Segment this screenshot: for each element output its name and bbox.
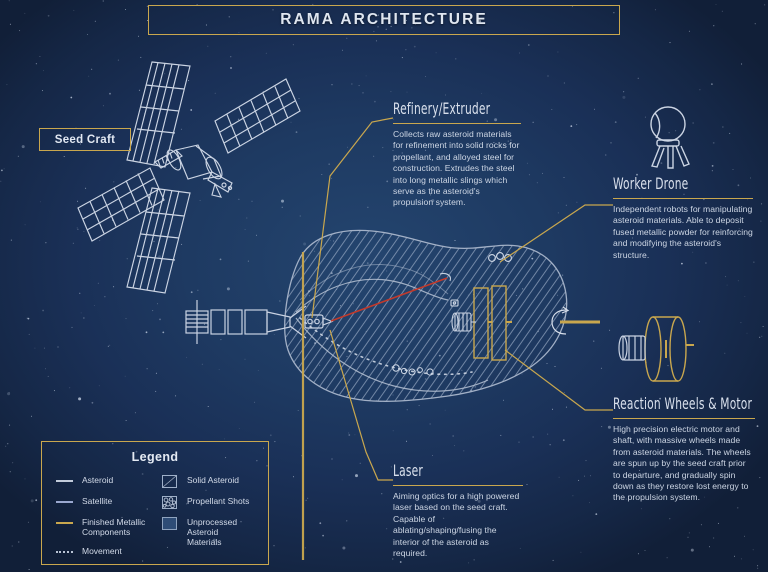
legend-item: Propellant Shots [160, 495, 255, 509]
annotation-worker-drone: Worker Drone Independent robots for mani… [613, 174, 753, 261]
legend-item-label: Asteroid [82, 475, 114, 485]
legend-solid-asteroid-swatch [160, 474, 179, 488]
legend-item-label: Propellant Shots [187, 496, 250, 506]
annotation-heading: Worker Drone [613, 173, 689, 193]
annotation-rule [613, 418, 755, 419]
legend-item-label: Unprocessed Asteroid Materials [187, 517, 238, 548]
annotation-refinery-extruder: Refinery/Extruder Collects raw asteroid … [393, 99, 521, 209]
legend-item: Asteroid [55, 475, 150, 487]
legend-item: Movement [55, 546, 150, 558]
legend-line-swatch [55, 475, 74, 487]
legend-line [56, 480, 73, 482]
legend-dashed-line [56, 551, 73, 554]
annotation-rule [613, 198, 753, 199]
legend-line-swatch [55, 496, 74, 508]
legend-item-label: Satellite [82, 496, 113, 506]
legend-item-label: Solid Asteroid [187, 475, 239, 485]
annotation-rule [393, 485, 523, 486]
legend-item: Solid Asteroid [160, 474, 255, 488]
annotation-body: Independent robots for manipulating aste… [613, 204, 753, 260]
legend-item: Unprocessed Asteroid Materials [160, 516, 255, 548]
annotation-body: Aiming optics for a high powered laser b… [393, 491, 520, 559]
annotation-heading: Refinery/Extruder [393, 98, 491, 118]
legend-line [56, 501, 73, 503]
legend-item: Finished Metallic Components [55, 517, 150, 537]
legend-item-label: Finished Metallic Components [82, 517, 146, 538]
annotation-laser: Laser Aiming optics for a high powered l… [393, 461, 523, 559]
legend-item: Satellite [55, 496, 150, 508]
annotation-heading: Reaction Wheels & Motor [613, 393, 753, 413]
annotation-rule [393, 123, 521, 124]
annotation-body: High precision electric motor and shaft,… [613, 424, 751, 503]
page-title-text: RAMA ARCHITECTURE [280, 11, 488, 28]
page-title: RAMA ARCHITECTURE [148, 5, 620, 35]
seed-craft-label: Seed Craft [39, 128, 131, 151]
legend-box [162, 495, 177, 509]
annotation-heading: Laser [393, 460, 423, 480]
legend-dashed-swatch [55, 546, 74, 558]
legend-title: Legend [131, 450, 179, 464]
annotation-body: Collects raw asteroid materials for refi… [393, 129, 520, 208]
legend-box [162, 474, 177, 488]
legend-item-label: Movement [82, 546, 122, 557]
legend-line [56, 522, 73, 524]
legend-box [162, 516, 177, 530]
legend-unprocessed-swatch [160, 516, 179, 530]
legend-propellant-shots-swatch [160, 495, 179, 509]
seed-craft-label-text: Seed Craft [54, 133, 116, 146]
legend-line-swatch [55, 517, 74, 529]
annotation-reaction-wheels-motor: Reaction Wheels & Motor High precision e… [613, 394, 755, 504]
